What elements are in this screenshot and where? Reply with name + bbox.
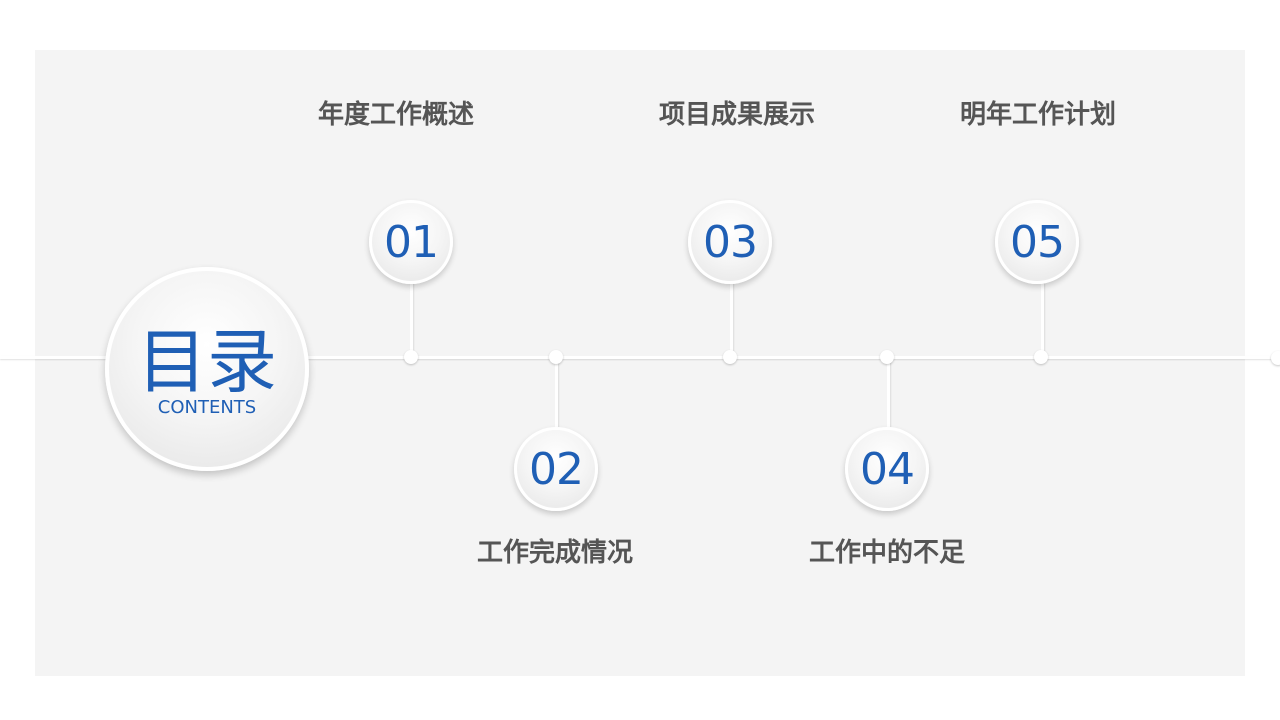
contents-title-circle: 目录 CONTENTS xyxy=(105,267,309,471)
item-label-05[interactable]: 明年工作计划 xyxy=(959,100,1117,130)
contents-title: 目录 xyxy=(137,321,277,403)
contents-subtitle: CONTENTS xyxy=(157,397,257,418)
timeline-line xyxy=(0,356,1280,359)
timeline-dot-05 xyxy=(1034,350,1048,364)
item-number-05[interactable]: 05 xyxy=(995,200,1079,284)
item-label-01[interactable]: 年度工作概述 xyxy=(317,100,475,130)
connector-02 xyxy=(555,358,558,434)
connector-05 xyxy=(1041,280,1044,358)
timeline-dot-end xyxy=(1271,351,1280,365)
item-number-03[interactable]: 03 xyxy=(688,200,772,284)
connector-01 xyxy=(410,280,413,358)
timeline-dot-01 xyxy=(404,350,418,364)
item-label-02[interactable]: 工作完成情况 xyxy=(476,538,634,568)
item-label-03[interactable]: 项目成果展示 xyxy=(658,100,816,130)
item-number-01[interactable]: 01 xyxy=(369,200,453,284)
item-number-02[interactable]: 02 xyxy=(514,427,598,511)
item-number-04[interactable]: 04 xyxy=(845,427,929,511)
timeline-dot-03 xyxy=(723,350,737,364)
connector-04 xyxy=(887,358,890,434)
connector-03 xyxy=(730,280,733,358)
timeline-dot-02 xyxy=(549,350,563,364)
timeline-dot-04 xyxy=(880,350,894,364)
item-label-04[interactable]: 工作中的不足 xyxy=(808,538,966,568)
